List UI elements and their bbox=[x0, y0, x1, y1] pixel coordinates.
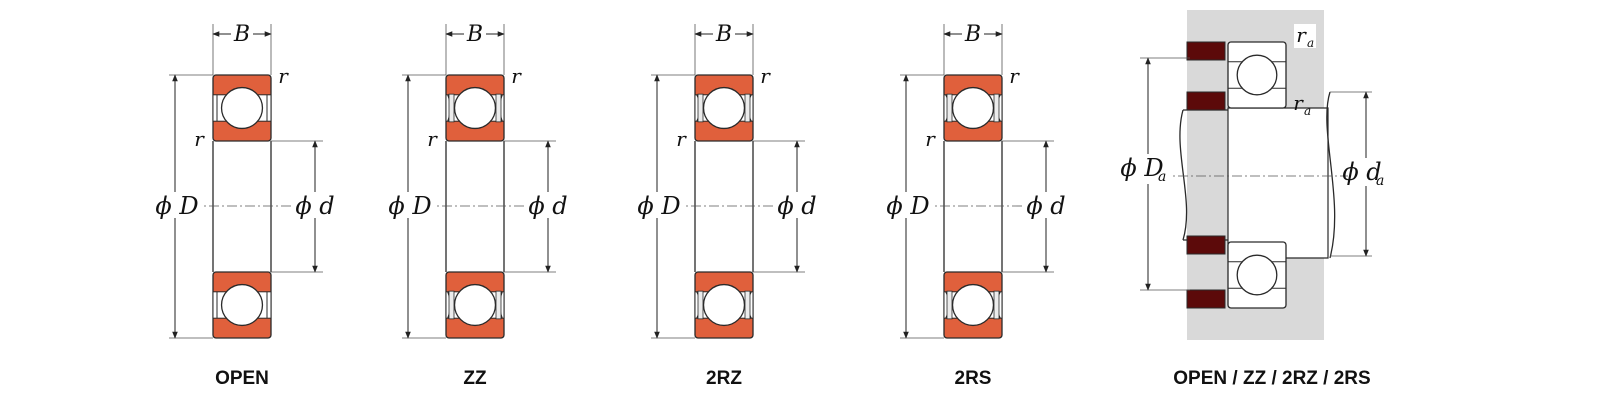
label-r-side: r bbox=[925, 127, 936, 151]
label-phi-d: ϕ d bbox=[295, 192, 334, 220]
ring-top bbox=[694, 74, 754, 142]
b-label-bg bbox=[713, 22, 735, 42]
label-r-top: r bbox=[1009, 64, 1020, 88]
b-label-bg bbox=[231, 22, 253, 42]
ball bbox=[702, 86, 746, 130]
D-label-bg bbox=[386, 192, 434, 218]
label-ra-side: r bbox=[1293, 91, 1304, 115]
d-label-bg bbox=[293, 192, 339, 218]
mount-ring-top bbox=[1227, 41, 1287, 109]
label-phi-d: ϕ d bbox=[1026, 192, 1065, 220]
bearing-2rz: Br r ϕ D ϕ d 2RZ bbox=[635, 22, 821, 389]
label-b: B bbox=[233, 22, 250, 47]
seal-plate-left bbox=[697, 290, 704, 320]
d-label-bg bbox=[775, 192, 821, 218]
cage-lines bbox=[216, 291, 268, 319]
seal-plate-right bbox=[495, 93, 502, 123]
label-r-top: r bbox=[511, 64, 522, 88]
b-label-bg bbox=[464, 22, 486, 42]
label-b: B bbox=[964, 22, 981, 47]
label-phi-D: ϕ D bbox=[388, 192, 431, 220]
da-label-bg bbox=[1348, 158, 1388, 186]
d-label-bg bbox=[1024, 192, 1070, 218]
caption-2rz: 2RZ bbox=[706, 368, 742, 389]
label-phi-d: ϕ d bbox=[528, 192, 567, 220]
seal-plate-left bbox=[448, 93, 455, 123]
seal-plate-left bbox=[946, 93, 953, 123]
ball bbox=[453, 86, 497, 130]
caption-open: OPEN bbox=[215, 368, 269, 389]
label-ra-side-sub: a bbox=[1304, 104, 1311, 118]
caption-2rs: 2RS bbox=[955, 368, 992, 389]
bearing-2rs: Br r ϕ D ϕ d 2RS bbox=[884, 22, 1070, 389]
caption-zz: ZZ bbox=[463, 368, 487, 389]
ra-top-bg bbox=[1294, 24, 1316, 48]
ring-bottom bbox=[694, 271, 754, 339]
shoulder-2 bbox=[1186, 91, 1226, 111]
label-da-sub: a bbox=[1376, 173, 1384, 189]
label-r-side: r bbox=[427, 127, 438, 151]
mount-ring-bottom bbox=[1227, 241, 1287, 309]
D-label-bg bbox=[884, 192, 932, 218]
seal-plate-right bbox=[744, 93, 751, 123]
D-label-bg bbox=[635, 192, 683, 218]
seal-plate-right bbox=[495, 290, 502, 320]
shoulder-1 bbox=[1186, 41, 1226, 61]
seal-plate-right bbox=[744, 290, 751, 320]
label-ra-top-sub: a bbox=[1307, 36, 1314, 50]
bearing-zz: Br r ϕ D ϕ d ZZ bbox=[386, 22, 572, 389]
label-r-top: r bbox=[760, 64, 771, 88]
housing-break-line bbox=[1179, 109, 1188, 241]
ball bbox=[220, 283, 264, 327]
ball bbox=[702, 283, 746, 327]
bearing-open: Br r ϕ D ϕ d OPEN bbox=[153, 22, 339, 389]
shoulder-4 bbox=[1186, 289, 1226, 309]
ring-bottom bbox=[445, 271, 505, 339]
shoulder-3 bbox=[1186, 235, 1226, 255]
label-phi-D: ϕ D bbox=[886, 192, 929, 220]
ring-top bbox=[445, 74, 505, 142]
label-phi-D: ϕ D bbox=[637, 192, 680, 220]
cage-lines bbox=[216, 94, 268, 122]
label-phi-d: ϕ d bbox=[777, 192, 816, 220]
bearing-views: Br r ϕ D ϕ d OPEN Br r ϕ D ϕ d ZZ Br r ϕ D ϕ d 2RZ Br r ϕ… bbox=[153, 22, 1070, 389]
ball bbox=[220, 86, 264, 130]
label-r-top: r bbox=[278, 64, 289, 88]
d-label-bg bbox=[526, 192, 572, 218]
label-Da-sub: a bbox=[1158, 169, 1166, 185]
seal-plate-left bbox=[448, 290, 455, 320]
b-label-bg bbox=[962, 22, 984, 42]
label-phi-D: ϕ D bbox=[155, 192, 198, 220]
ring-top bbox=[943, 74, 1003, 142]
label-ra-top: r bbox=[1296, 23, 1307, 47]
ring-bottom bbox=[943, 271, 1003, 339]
label-phi-Da: ϕ D bbox=[1120, 154, 1163, 182]
ring-top bbox=[212, 74, 272, 142]
seal-plate-right bbox=[993, 93, 1000, 123]
caption-mounting: OPEN / ZZ / 2RZ / 2RS bbox=[1173, 368, 1370, 389]
mount-ball bbox=[1236, 254, 1278, 296]
mount-ball bbox=[1236, 54, 1278, 96]
ball bbox=[453, 283, 497, 327]
ball bbox=[951, 283, 995, 327]
label-b: B bbox=[466, 22, 483, 47]
ring-bottom bbox=[212, 271, 272, 339]
label-b: B bbox=[715, 22, 732, 47]
seal-plate-left bbox=[946, 290, 953, 320]
Da-label-bg bbox=[1120, 154, 1172, 184]
seal-plate-left bbox=[697, 93, 704, 123]
seal-plate-right bbox=[993, 290, 1000, 320]
ball bbox=[951, 86, 995, 130]
label-r-side: r bbox=[194, 127, 205, 151]
label-phi-da: ϕ d bbox=[1342, 158, 1381, 186]
shaft-body bbox=[1227, 107, 1329, 259]
D-label-bg bbox=[153, 192, 201, 218]
shaft-break-line bbox=[1326, 91, 1336, 259]
label-r-side: r bbox=[676, 127, 687, 151]
